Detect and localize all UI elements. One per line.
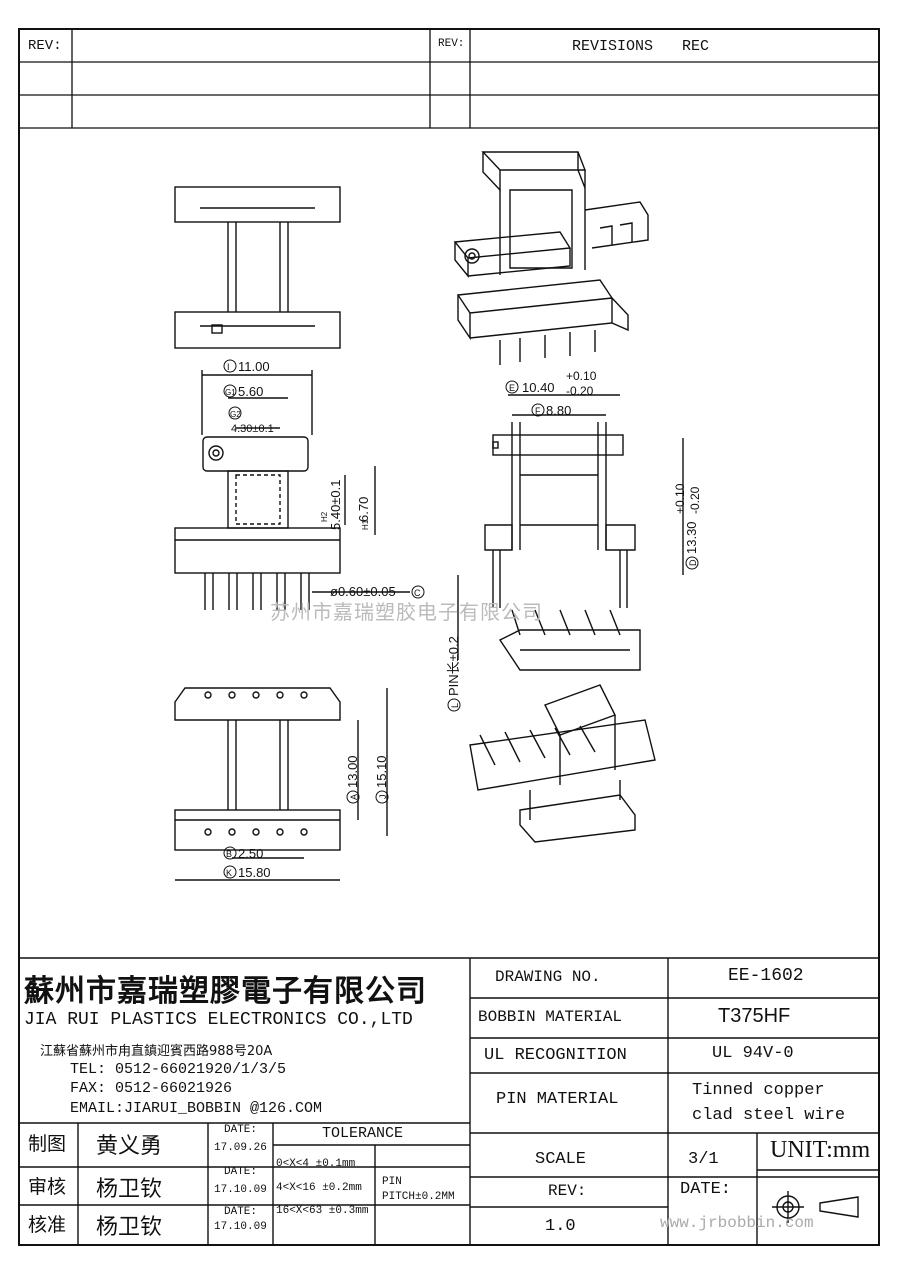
dim-value-d: 13.30 [684,521,699,554]
dim-label-e: E [509,383,515,393]
revision-header-grid [18,28,880,129]
bottom-view [174,687,388,881]
front-view-left [174,370,410,610]
signoff-date-label-drawn: DATE: [224,1124,258,1136]
tolerance-row-1: 0<X<4 ±0.1mm [276,1158,356,1170]
signoff-role-checked: 审核 [28,1176,67,1198]
dim-value-j: 15.10 [374,755,389,788]
drawing-no-value: EE-1602 [728,966,804,986]
dim-label-h1: H1 [361,519,370,530]
dim-label-a: A [349,794,359,800]
technical-drawing: I 11.00 G1 5.60 G2 4.30±0.1 5.40±0.1 H2 … [174,151,702,881]
signoff-date-label-checked: DATE: [224,1166,258,1178]
top-view [174,186,341,349]
rev-value: 1.0 [545,1217,576,1236]
dim-label-c: C [414,588,421,598]
drawing-frame [18,28,880,1246]
date-label-bottom: DATE: [680,1180,732,1199]
signoff-name-approved: 杨卫钦 [96,1215,163,1240]
signoff-date-approved: 17.10.09 [214,1221,267,1233]
signoff-name-checked: 杨卫钦 [96,1177,163,1202]
signoff-role-approved: 核准 [28,1214,67,1236]
dim-tol-minus-e: -0.20 [566,384,594,398]
side-view-right [457,394,684,660]
company-email: EMAIL:JIARUI_BOBBIN @126.COM [70,1100,323,1117]
scale-value: 3/1 [688,1150,719,1169]
dim-tol-minus-d: -0.20 [688,486,702,514]
scale-label: SCALE [535,1150,587,1169]
dim-value-e: 10.40 [522,380,555,395]
isometric-view-top [453,151,649,365]
drawing-no-label: DRAWING NO. [495,968,601,986]
isometric-view-bottom [469,609,656,843]
dim-label-h2: H2 [320,511,329,522]
dim-label-f: F [535,406,541,416]
rev-label-bottom: REV: [548,1182,587,1200]
signoff-date-drawn: 17.09.26 [214,1142,267,1154]
dim-label-d: D [688,559,698,566]
signoff-role-drawn: 制图 [28,1133,67,1155]
dim-value-k: 15.80 [238,865,271,880]
signoff-date-label-approved: DATE: [224,1206,258,1218]
ul-label: UL RECOGNITION [484,1046,627,1065]
dim-value-b: 2.50 [238,846,263,861]
dim-tol-plus-d: +0.10 [673,483,687,514]
dim-label-i: I [227,362,230,372]
tolerance-row-2: 4<X<16 ±0.2mm [276,1182,362,1194]
tolerance-title: TOLERANCE [322,1125,404,1142]
rec-label: REC [682,38,710,55]
dim-value-l: PIN长±0.2 [446,636,461,696]
company-name-en: JIA RUI PLASTICS ELECTRONICS CO.,LTD [24,1010,413,1030]
company-tel: TEL: 0512-66021920/1/3/5 [70,1061,287,1078]
rev-label-left: REV: [28,38,62,54]
pin-material-line2: clad steel wire [692,1106,846,1125]
dim-value-a: 13.00 [345,755,360,788]
dim-value-i: 11.00 [238,359,270,374]
dim-value-g1: 5.60 [238,384,263,399]
title-block-grid [18,957,880,1246]
dim-label-j: J [378,795,388,800]
pin-material-line1: Tinned copper [692,1081,825,1100]
rev-label-right: REV: [438,38,465,50]
site-watermark: www.jrbobbin.com [660,1214,814,1232]
signoff-date-checked: 17.10.09 [214,1184,267,1196]
tolerance-pin-label: PIN [382,1176,402,1188]
bobbin-material-value: T375HF [718,1005,791,1027]
dim-value-c: ø0.60±0.05 [330,584,396,599]
company-fax: FAX: 0512-66021926 [70,1080,233,1097]
signoff-name-drawn: 黄义勇 [96,1134,163,1159]
dim-label-k: K [226,868,232,878]
tolerance-row-3: 16<X<63 ±0.3mm [276,1205,369,1217]
revisions-label: REVISIONS [572,38,654,55]
dim-value-g2: 4.30±0.1 [231,423,274,435]
company-watermark: 苏州市嘉瑞塑胶电子有限公司 [270,600,543,624]
dim-label-b: B [226,849,232,859]
dim-label-g2: G2 [230,410,241,419]
dim-tol-plus-e: +0.10 [566,369,597,383]
dim-value-f: 8.80 [546,403,571,418]
tolerance-pin-pitch: PITCH±0.2MM [382,1191,455,1203]
unit-label: UNIT:mm [770,1137,871,1163]
dim-label-l: L [450,703,460,708]
dim-label-g1: G1 [225,388,236,397]
company-name-cn: 蘇州市嘉瑞塑膠電子有限公司 [24,974,427,1009]
company-address: 江蘇省蘇州市甪直鎮迎賓西路988号20A [40,1044,273,1059]
pin-material-label: PIN MATERIAL [496,1090,619,1109]
dim-value-h2: 5.40±0.1 [328,479,343,530]
ul-value: UL 94V-0 [712,1044,794,1063]
bobbin-material-label: BOBBIN MATERIAL [478,1008,623,1026]
dim-value-h1: 6.70 [356,497,371,522]
